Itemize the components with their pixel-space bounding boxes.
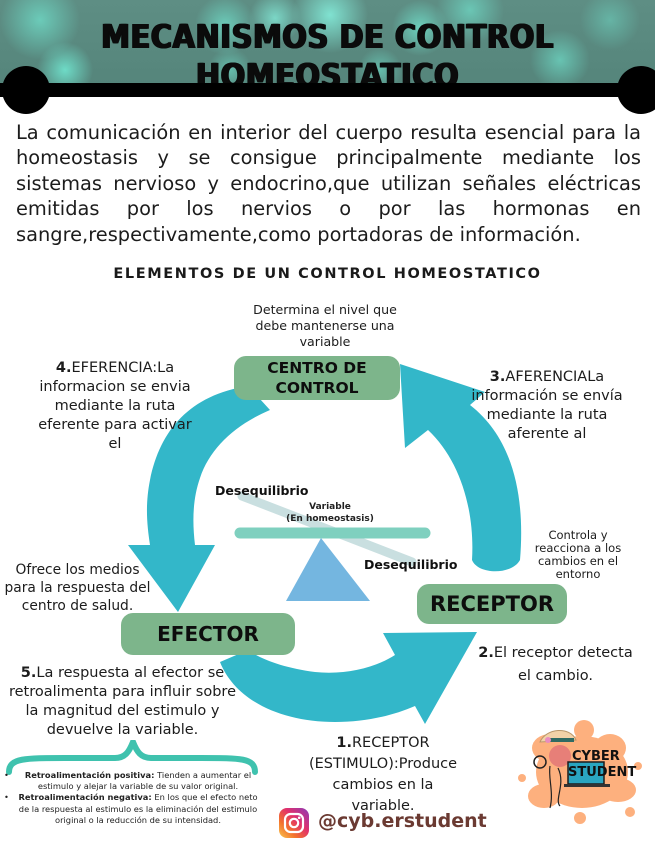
step-4-eferencia: 4.EFERENCIA:La informacion se envia medi… — [38, 360, 192, 452]
svg-text:STUDENT: STUDENT — [568, 765, 636, 780]
fulcrum — [286, 538, 370, 601]
desequilibrio-label-bottom: Desequilibrio — [364, 557, 458, 572]
variable-label: Variable (En homeostasis) — [286, 502, 374, 524]
svg-text:CYBER: CYBER — [572, 749, 620, 764]
step-5-feedback: 5.La respuesta al efector se retroalimen… — [8, 665, 236, 738]
cyber-student-logo: CYBER STUDENT — [518, 720, 642, 824]
centro-description: Determina el nivel que debe mantenerse u… — [253, 302, 397, 349]
feedback-notes: Retroalimentación positiva: Tienden a au… — [2, 770, 264, 826]
receptor-box: RECEPTOR — [417, 584, 567, 624]
efector-description: Ofrece los medios para la respuesta del … — [4, 562, 151, 614]
curly-brace-icon — [6, 740, 258, 775]
instagram-icon[interactable] — [279, 808, 309, 838]
header-divider-bar — [0, 83, 655, 97]
arrow-eferencia — [128, 386, 270, 612]
instagram-handle-link[interactable]: @cyb.erstudent — [318, 810, 487, 832]
note-positive-feedback: Retroalimentación positiva: Tienden a au… — [4, 770, 264, 792]
arrow-aferencia — [400, 364, 522, 572]
receptor-description: Controla y reacciona a los cambios en el… — [534, 528, 622, 581]
desequilibrio-label-top: Desequilibrio — [215, 483, 309, 498]
divider-dot-right — [617, 66, 655, 114]
intro-paragraph: La comunicación en interior del cuerpo r… — [16, 121, 641, 246]
step-3-aferencia: 3.AFERENCIALa información se envía media… — [471, 369, 623, 442]
note-negative-feedback: Retroalimentación negativa: En los que e… — [4, 792, 264, 826]
step-1-stimulus: 1.RECEPTOR (ESTIMULO):Produce cambios en… — [308, 735, 458, 814]
arrow-respuesta — [220, 632, 477, 724]
divider-dot-left — [2, 66, 50, 114]
step-2-detection: 2.El receptor detecta el cambio. — [478, 645, 633, 684]
section-title: ELEMENTOS DE UN CONTROL HOMEOSTATICO — [113, 266, 542, 282]
header-banner — [0, 0, 655, 84]
centro-de-control-box: CENTRO DE CONTROL — [234, 356, 400, 400]
efector-box: EFECTOR — [121, 613, 295, 655]
